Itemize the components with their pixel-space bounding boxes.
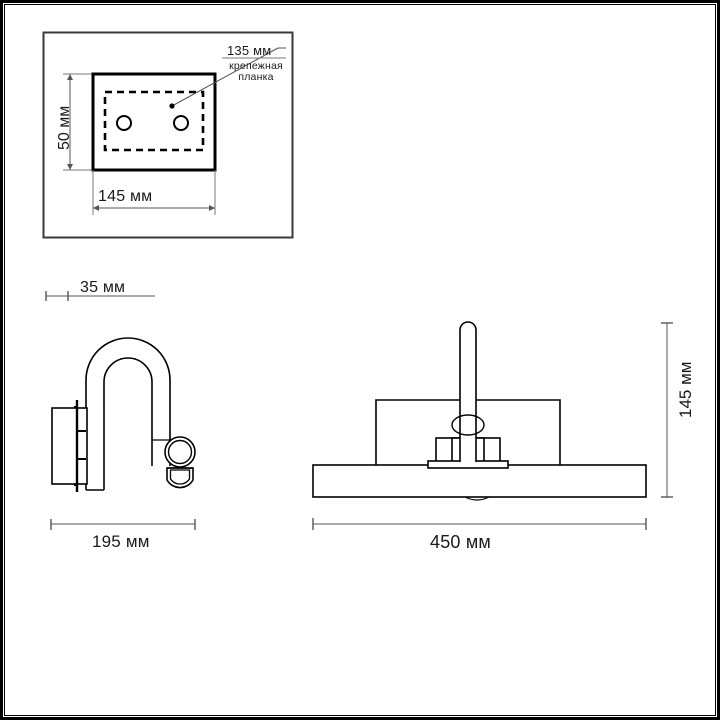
wall-mount-plate [51,407,88,485]
dimension-label-145mm-front: 145 мм [676,361,695,418]
side-view-group [45,291,196,530]
dimension-label-450mm: 450 мм [430,532,491,552]
screw-hole-right [173,115,189,131]
dimension-label-145mm-wrapper: 145 мм [676,338,698,418]
callout-note-mounting-bar: крепежная планка [219,61,293,83]
dimension-label-135mm: 135 мм [227,43,272,58]
base-bar-notch [464,496,490,501]
lamp-arm-inner-profile [103,357,153,440]
mounting-bar-dashed-outline [103,90,205,152]
callout-leader-dot [169,103,175,109]
shade-ring-upper-inner [167,439,193,465]
dimension-label-195mm: 195 мм [92,532,150,551]
dimension-label-50mm-wrapper: 50 мм [56,80,76,150]
dimension-label-145mm-detail: 145 мм [98,188,153,205]
front-view-group [312,321,673,530]
arrow-145top-left [93,205,99,211]
front-arm-joint-ring [451,414,485,436]
lamp-arm-outer-profile [85,337,171,490]
screw-hole-left [116,115,132,131]
shade-bowl-inner [169,469,191,485]
mounting-plate-detail-group [42,31,294,239]
arrow-50mm-top [67,74,73,80]
dimension-label-50mm: 50 мм [56,105,73,150]
arrow-50mm-bottom [67,164,73,170]
arrow-145top-right [209,205,215,211]
callout-note-line2: планка [238,71,274,83]
dimension-label-35mm: 35 мм [80,279,126,296]
callout-note-line1: крепежная [229,60,283,72]
front-arm-tube [459,321,477,462]
mounting-plate-outline [91,72,217,172]
front-base-bar [312,464,647,498]
mount-flange [427,460,509,469]
